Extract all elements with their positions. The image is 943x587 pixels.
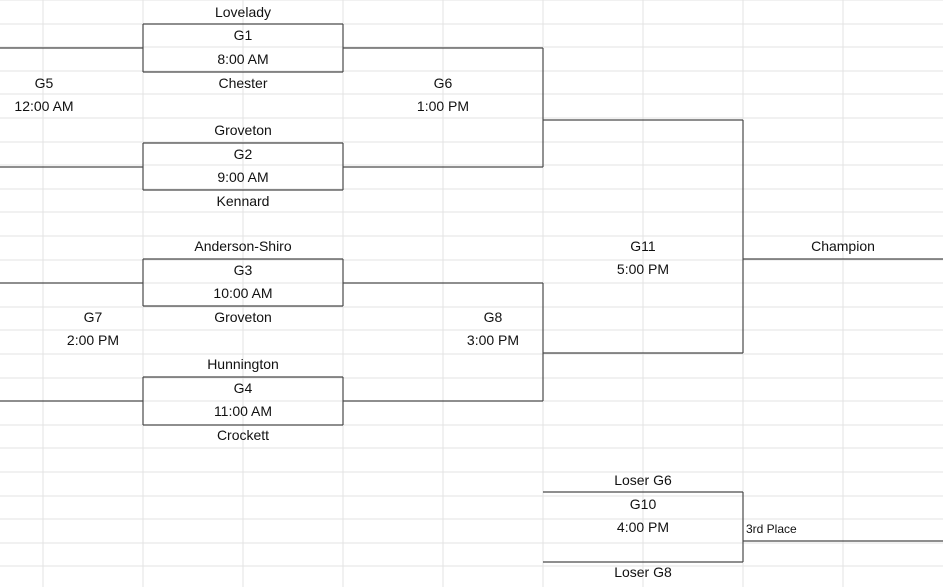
g3-team-top[interactable]: Anderson-Shiro bbox=[194, 238, 292, 254]
g10-label[interactable]: G10 bbox=[629, 496, 657, 512]
g2-team-bottom[interactable]: Kennard bbox=[216, 193, 270, 209]
g10-time[interactable]: 4:00 PM bbox=[616, 519, 670, 535]
g8-time[interactable]: 3:00 PM bbox=[466, 332, 520, 348]
g2-time[interactable]: 9:00 AM bbox=[217, 169, 269, 185]
g4-team-bottom[interactable]: Crockett bbox=[216, 427, 270, 443]
g4-label[interactable]: G4 bbox=[233, 380, 253, 396]
g3-label[interactable]: G3 bbox=[233, 262, 253, 278]
g10-team-bottom[interactable]: Loser G8 bbox=[614, 564, 672, 580]
champion-label[interactable]: Champion bbox=[811, 238, 875, 254]
g11-time[interactable]: 5:00 PM bbox=[616, 261, 670, 277]
g11-label[interactable]: G11 bbox=[630, 238, 656, 254]
g1-team-top[interactable]: Lovelady bbox=[214, 4, 272, 20]
g4-team-top[interactable]: Hunnington bbox=[207, 356, 279, 372]
g2-label[interactable]: G2 bbox=[233, 146, 253, 162]
g7-label[interactable]: G7 bbox=[83, 309, 103, 325]
g4-time[interactable]: 11:00 AM bbox=[213, 403, 273, 419]
g5-label[interactable]: G5 bbox=[34, 75, 54, 91]
g1-time[interactable]: 8:00 AM bbox=[217, 51, 269, 67]
g2-team-top[interactable]: Groveton bbox=[214, 122, 272, 138]
g6-label[interactable]: G6 bbox=[433, 75, 453, 91]
g7-time[interactable]: 2:00 PM bbox=[66, 332, 120, 348]
g8-label[interactable]: G8 bbox=[483, 309, 503, 325]
g5-time[interactable]: 12:00 AM bbox=[14, 98, 74, 114]
g1-label[interactable]: G1 bbox=[233, 27, 253, 43]
third-place-label[interactable]: 3rd Place bbox=[746, 522, 797, 536]
g1-team-bottom[interactable]: Chester bbox=[218, 75, 268, 91]
g10-team-top[interactable]: Loser G6 bbox=[614, 472, 672, 488]
g6-time[interactable]: 1:00 PM bbox=[416, 98, 470, 114]
g3-team-bottom[interactable]: Groveton bbox=[214, 309, 272, 325]
g3-time[interactable]: 10:00 AM bbox=[213, 285, 273, 301]
